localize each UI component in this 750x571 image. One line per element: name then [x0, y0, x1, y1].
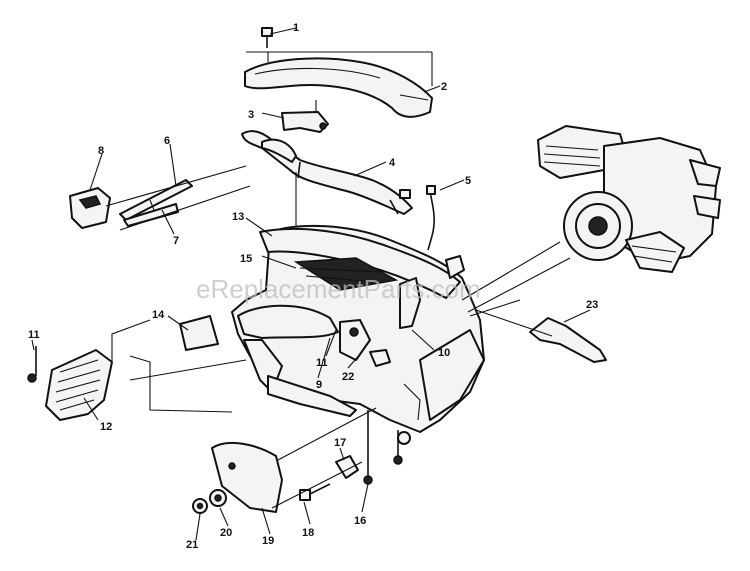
part-5-throttle-rod	[426, 185, 436, 251]
callout-18: 18	[302, 527, 314, 539]
part-23-bracket	[529, 317, 607, 363]
part-14-plate	[179, 315, 219, 351]
main-housing	[231, 224, 485, 433]
callout-11-center: 11	[316, 357, 328, 369]
callout-9: 9	[316, 379, 322, 391]
callout-8: 8	[98, 145, 104, 157]
part-20-washer	[209, 489, 227, 507]
callout-labels: 1 2 3 4 5 6 7 8 9 10 11 11 12 13 14 15 1…	[28, 22, 598, 551]
callout-16: 16	[354, 515, 366, 527]
part-8-switch	[69, 187, 111, 229]
callout-5: 5	[465, 175, 471, 187]
part-18-bolt	[299, 483, 331, 501]
callout-20: 20	[220, 527, 232, 539]
callout-15: 15	[240, 253, 252, 265]
part-3-bracket	[281, 111, 329, 133]
callout-22: 22	[342, 371, 354, 383]
callout-3: 3	[248, 109, 254, 121]
callout-1: 1	[293, 22, 299, 34]
part-17-bumper	[335, 455, 359, 479]
callout-4: 4	[389, 157, 396, 169]
part-21-nut	[192, 498, 208, 514]
callout-2: 2	[441, 81, 447, 93]
callout-6: 6	[164, 135, 170, 147]
part-11-screw-left	[27, 346, 37, 383]
callout-11-left: 11	[28, 329, 40, 341]
watermark-text: eReplacementParts.com	[196, 274, 481, 304]
callout-7: 7	[173, 235, 179, 247]
part-1-screw	[261, 27, 273, 48]
callout-17: 17	[334, 437, 346, 449]
part-16-screws	[363, 410, 411, 485]
callout-19: 19	[262, 535, 274, 547]
callout-21: 21	[186, 539, 198, 551]
callout-13: 13	[232, 211, 244, 223]
callout-23: 23	[586, 299, 598, 311]
part-2-top-handle	[244, 57, 433, 118]
callout-12: 12	[100, 421, 112, 433]
callout-leaders	[31, 27, 591, 541]
engine-assembly	[537, 125, 721, 273]
part-6-7-linkage	[119, 179, 193, 227]
part-4-trigger-assembly	[241, 130, 413, 215]
callout-10: 10	[438, 347, 450, 359]
part-12-filter-cover	[45, 349, 113, 421]
callout-14: 14	[152, 309, 165, 321]
part-19-guard-plate	[211, 441, 283, 513]
